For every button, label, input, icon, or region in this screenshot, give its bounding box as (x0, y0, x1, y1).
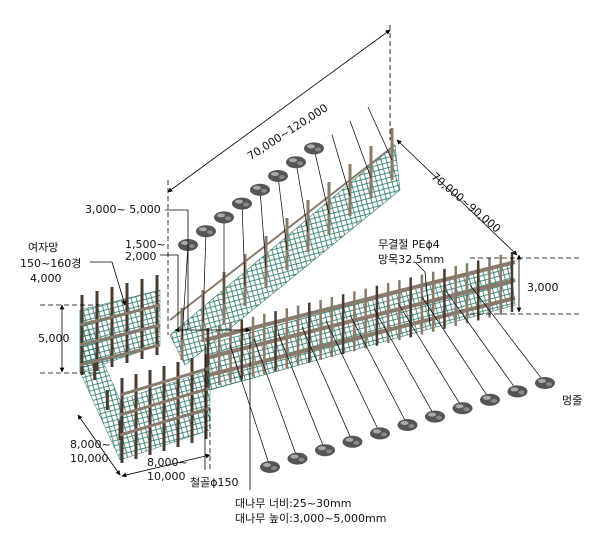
vine-line (181, 244, 189, 341)
right-wing-posts (206, 252, 514, 388)
weight-icon (370, 427, 390, 440)
box-rail (79, 323, 161, 347)
rail-2 (204, 296, 516, 378)
weight-icon (304, 142, 324, 155)
vine-line (325, 320, 381, 434)
box-rail (79, 303, 161, 327)
weight-icon (315, 444, 335, 457)
vine-line (277, 332, 326, 451)
vine-line (469, 284, 546, 384)
vine-line (277, 175, 288, 251)
right-wing-rails (204, 260, 516, 378)
width-label-2: 10,000 (147, 470, 186, 483)
box-rail (119, 366, 211, 397)
weight-icon (268, 170, 288, 182)
vine-label: 멍줄 (562, 394, 583, 407)
net-size-label-1: 150~160경 (20, 257, 82, 270)
weight-icon (397, 419, 418, 431)
net-size-label-2: 4,000 (30, 272, 62, 285)
weight-icon (287, 452, 308, 465)
depth-label-1: 8,000~ (70, 438, 111, 451)
right-wing-weights (229, 284, 555, 473)
weight-icon (214, 211, 234, 224)
weight-icon (196, 225, 216, 238)
steel-pipe-label: 철골ϕ150 (190, 476, 239, 489)
vine-line (259, 189, 267, 269)
rail-1 (204, 278, 516, 360)
weight-icon (260, 461, 280, 473)
net-type-label-2: 망목32.5mm (378, 253, 445, 266)
vine-line (349, 120, 372, 179)
box-rail (119, 406, 211, 437)
vine-line (202, 231, 207, 323)
dimension-lines (40, 25, 580, 490)
vine-line (445, 290, 518, 392)
width-label-1: 8,000~ (147, 456, 188, 469)
vine-line (373, 308, 436, 417)
spacing-top-label: 3,000~ 5,000 (85, 203, 161, 216)
net-name-label: 여자망 (28, 241, 59, 254)
weight-icon (425, 410, 445, 423)
box-rail (119, 386, 211, 417)
spacing-mid-label-1: 1,500~ (125, 238, 166, 251)
net-type-label-1: 무결절 PEϕ4 (378, 238, 440, 251)
weight-icon (232, 197, 252, 210)
weight-icon (250, 183, 270, 196)
weight-icon (535, 377, 555, 389)
height-right-label: 3,000 (527, 281, 559, 294)
box-rail (79, 343, 161, 367)
vine-line (301, 326, 353, 442)
vine-line (313, 148, 330, 215)
weight-icon (507, 385, 528, 398)
weight-icon (452, 402, 473, 415)
rail-0 (204, 260, 516, 342)
weight-icon (286, 156, 306, 169)
trap-enclosure (79, 275, 211, 463)
spacing-mid-label-2: 2,000 (125, 250, 157, 263)
depth-label-2: 10,000 (70, 452, 109, 465)
vine-line (421, 296, 491, 400)
vine-line (349, 314, 408, 426)
weight-icon (480, 393, 500, 406)
vine-line (397, 302, 463, 409)
weight-icon (342, 435, 363, 448)
vine-line (253, 338, 298, 459)
height-left-label: 5,000 (38, 332, 70, 345)
vine-line (241, 203, 246, 287)
bamboo-height-label: 대나무 높이:3,000~5,000mm (235, 512, 387, 525)
bamboo-width-label: 대나무 너비:25~30mm (235, 497, 352, 510)
